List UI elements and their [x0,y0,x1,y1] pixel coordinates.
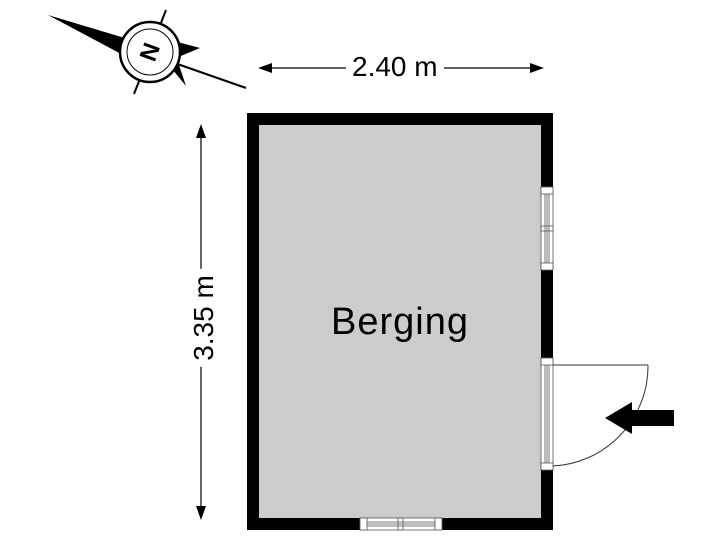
window-bottom [359,517,443,531]
width-dimension-label: 2.40 m [346,50,444,84]
room-name-label: Berging [331,301,469,343]
window-right-upper [540,186,554,271]
entrance-arrow-icon [605,402,674,434]
height-dimension-label: 3.35 m [187,269,221,367]
door-right [540,357,649,471]
room-floor [259,125,541,518]
compass-icon: N [48,9,247,95]
